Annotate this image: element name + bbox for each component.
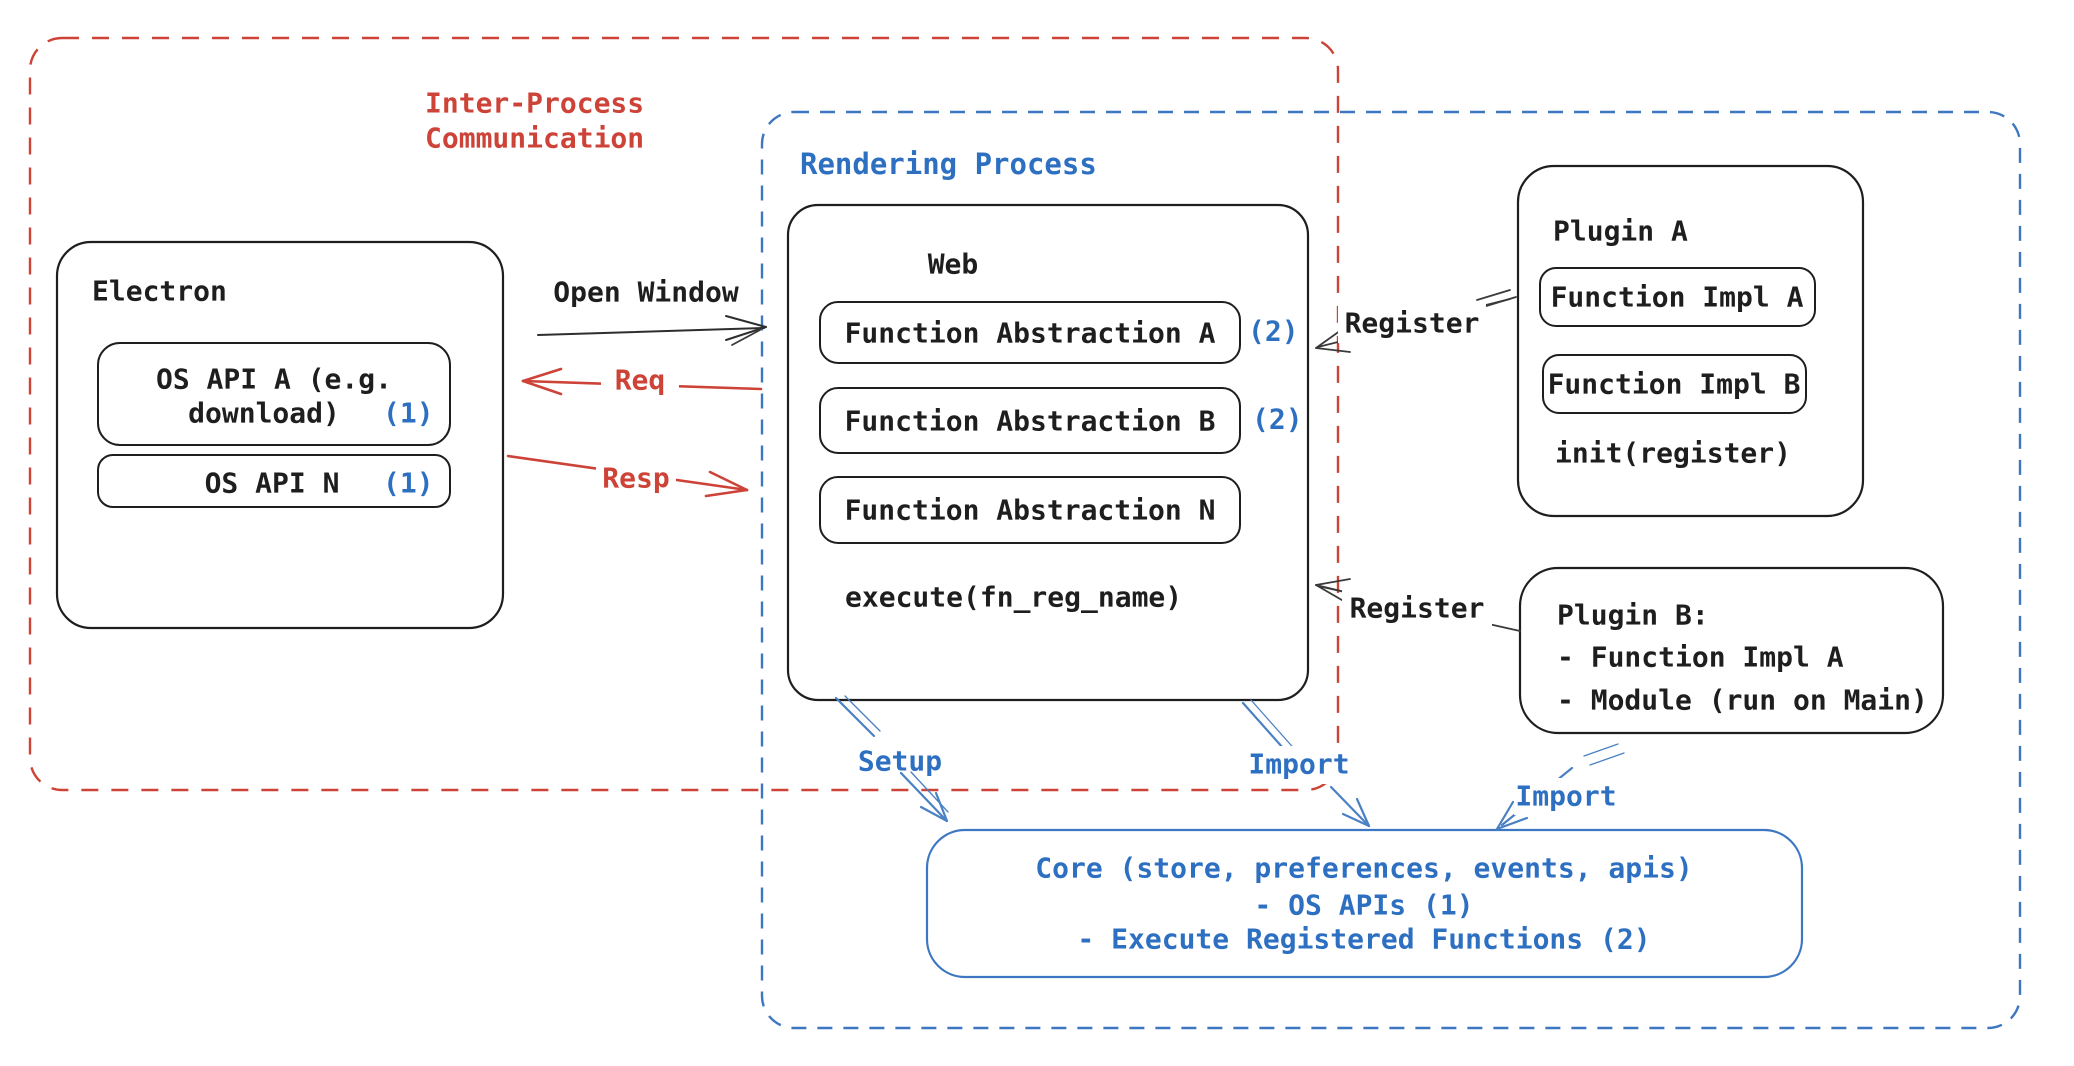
req-arrowhead-stroke [521,379,563,396]
resp-arrow: Resp [506,454,749,498]
plugin-b-box-border [1518,566,1945,735]
open-window-arrow-line [537,327,765,336]
register-b-arrowhead-stroke [1315,584,1346,593]
function-impl-a-label: Function Impl A [1551,281,1804,314]
open-window-arrowhead-stroke [725,326,767,341]
function-abstraction-b-label: Function Abstraction B [845,405,1216,438]
import-web-line-lower [1329,785,1368,825]
plugin-b-box: Plugin B: - Function Impl A - Module (ru… [1518,566,1945,735]
os-api-a-label-line2: download) [188,397,340,430]
import-web-arrowhead-stroke [1341,812,1371,828]
function-abstraction-a-badge: (2) [1248,315,1299,348]
os-api-n-label: OS API N [205,467,340,500]
req-label-bg [601,362,679,399]
rendering-region: Rendering Process [760,110,2022,1030]
core-line1: Core (store, preferences, events, apis) [1035,852,1692,885]
plugin-a-box: Plugin A Function Impl A Function Impl B… [1516,164,1865,518]
plugin-a-title: Plugin A [1553,215,1688,248]
open-window-arrow: Open Window [537,276,767,346]
register-a-label-bg [1338,303,1486,343]
register-a-arrowhead-stroke [1315,347,1351,353]
register-b-arrow: Register [1315,578,1521,632]
req-label: Req [615,364,666,397]
electron-title: Electron [92,275,227,308]
register-b-arrowhead-stroke [1315,584,1348,604]
import-web-label-bg [1248,746,1351,784]
ipc-region-label-line2: Communication [425,122,644,155]
import-plugin-tail-sketch [1589,752,1625,766]
function-impl-a-box [1539,267,1816,327]
resp-label: Resp [602,462,669,495]
import-plugin-arrowhead-stroke [1495,816,1529,831]
web-box: Web Function Abstraction A (2) Function … [786,203,1310,702]
core-line2: - OS APIs (1) [1254,889,1473,922]
electron-box: Electron OS API A (e.g. download) (1) OS… [55,240,505,630]
core-box: Core (store, preferences, events, apis) … [925,828,1804,979]
os-api-a-badge: (1) [383,397,434,430]
os-api-n-box [97,454,451,508]
web-footer-execute: execute(fn_reg_name) [845,581,1182,614]
plugin-b-line3: - Module (run on Main) [1557,684,1928,717]
register-a-label: Register [1345,307,1480,340]
open-window-arrowhead-sketch [731,329,761,346]
import-plugin-tail-sketch [1583,743,1619,757]
function-impl-b-label: Function Impl B [1548,368,1801,401]
function-abstraction-a-label: Function Abstraction A [845,317,1216,350]
req-arrow: Req [521,362,763,399]
resp-arrowhead-stroke [704,488,749,498]
import-plugin-label: Import [1515,780,1616,813]
setup-label: Setup [858,745,942,778]
os-api-n-badge: (1) [383,467,434,500]
rendering-region-border [760,110,2022,1030]
register-b-label-bg [1342,588,1492,628]
plugin-a-footer-init: init(register) [1555,437,1791,470]
register-a-tail-sketch [1482,296,1517,308]
resp-label-bg [596,459,676,497]
import-web-label: Import [1248,748,1349,781]
setup-arrowhead-stroke [934,791,949,823]
import-plugin-label-bg [1514,778,1618,815]
plugin-b-line1: Plugin B: [1557,599,1709,632]
register-a-tail-sketch [1476,289,1511,301]
import-web-arrow: Import [1241,699,1371,828]
ipc-region-border [28,36,1340,792]
register-a-arrow: Register [1315,289,1517,353]
setup-arrow: Setup [834,695,950,823]
function-abstraction-n-label: Function Abstraction N [845,494,1216,527]
function-impl-b-box [1542,354,1807,414]
import-web-arrowhead-stroke [1355,797,1371,828]
setup-line-lower [899,771,946,820]
setup-line-upper-sketch [844,695,881,732]
core-box-border [925,828,1804,979]
register-b-arrowhead-stroke [1315,578,1351,586]
rendering-region-label: Rendering Process [800,147,1097,181]
setup-line-upper [834,696,876,738]
ipc-region-label-line1: Inter-Process [425,87,644,120]
import-web-line-upper-sketch [1250,699,1299,754]
import-plugin-arrow: Import [1495,743,1625,831]
import-plugin-arrowhead-stroke [1495,800,1515,831]
os-api-a-label-line1: OS API A (e.g. [156,363,392,396]
ipc-region: Inter-Process Communication [28,36,1340,792]
register-b-label: Register [1350,592,1485,625]
plugin-a-box-border [1516,164,1865,518]
function-abstraction-a-box [819,301,1241,364]
core-line3: - Execute Registered Functions (2) [1077,923,1650,956]
function-abstraction-b-box [819,387,1241,454]
setup-arrowhead-stroke [919,805,949,823]
plugin-b-line2: - Function Impl A [1557,641,1844,674]
function-abstraction-n-box [819,476,1241,544]
resp-arrowhead-stroke [708,470,749,492]
open-window-label: Open Window [553,276,739,309]
os-api-a-box [97,342,451,446]
req-arrowhead-stroke [521,367,563,383]
open-window-arrowhead-stroke [725,315,767,328]
web-title: Web [928,248,979,281]
function-abstraction-b-badge: (2) [1252,403,1303,436]
